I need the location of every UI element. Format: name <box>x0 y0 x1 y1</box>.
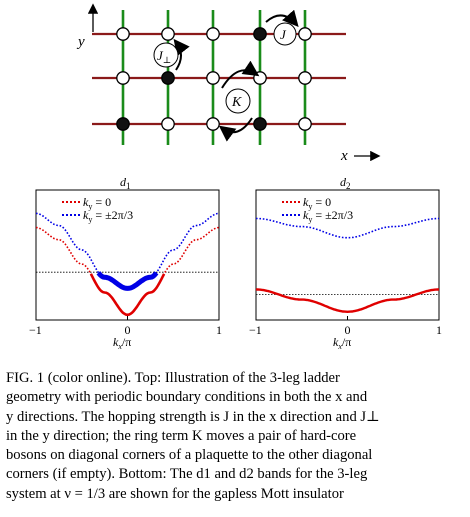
Jperp-label: J⊥ <box>157 48 171 65</box>
legend-d1-ky2pi3-label: ky = ±2π/3 <box>83 208 133 224</box>
Jperp-label-circle <box>153 42 179 68</box>
series-occupied <box>89 273 166 317</box>
J-hop-arrow <box>265 9 299 28</box>
series-line <box>35 226 220 316</box>
caption-line: system at ν = 1/3 are shown for the gapl… <box>6 485 344 502</box>
legend-d1-ky0-label: ky = 0 <box>83 195 111 211</box>
y-axis-label: y <box>76 34 85 50</box>
caption-line: FIG. 1 (color online). Top: Illustration… <box>6 370 340 386</box>
plot-d2-xlabel: kx/π <box>333 335 351 351</box>
plot-d1: d1 ky = 0 ky = ±2π/3 −1 0 1 kx/π <box>29 175 222 351</box>
plot-d2-title: d2 <box>340 175 351 191</box>
x-tick-label: 1 <box>216 323 222 337</box>
plot-d1-curves <box>35 212 220 317</box>
ladder-lattice: y x J J⊥ K <box>76 3 381 164</box>
series-line <box>255 288 440 314</box>
K-label: K <box>231 95 242 110</box>
occupied-sites <box>116 27 267 131</box>
K-ring-arrow-top <box>221 60 260 89</box>
series-occupied <box>96 271 159 291</box>
K-ring-arrow-bottom <box>218 117 253 142</box>
plot-d2-curves <box>255 217 440 314</box>
x-tick-label: −1 <box>249 323 262 337</box>
figure-caption: FIG. 1 (color online). Top: Illustration… <box>6 369 464 504</box>
legend-d2-ky0-label: ky = 0 <box>303 195 331 211</box>
caption-line: bosons on diagonal corners of a plaquett… <box>6 447 373 464</box>
J-label-circle <box>273 22 297 46</box>
caption-line: geometry with periodic boundary conditio… <box>6 389 368 406</box>
lattice-sites <box>116 27 312 131</box>
series-line <box>256 217 439 239</box>
legend-d2-ky2pi3-label: ky = ±2π/3 <box>303 208 353 224</box>
J-label: J <box>280 27 287 42</box>
x-tick-label: 0 <box>345 323 351 337</box>
series-line <box>35 212 220 290</box>
x-tick-label: 0 <box>125 323 131 337</box>
K-label-circle <box>225 88 251 114</box>
plot-d1-legend: ky = 0 ky = ±2π/3 <box>62 195 133 224</box>
caption-line: corners (if empty). Bottom: The d1 and d… <box>6 466 368 483</box>
plot-d1-xlabel: kx/π <box>113 335 131 351</box>
plot-d1-ticks: −1 0 1 <box>29 316 222 337</box>
figure-canvas: y x J J⊥ K d1 ky = 0 <box>29 3 442 351</box>
x-axis-label: x <box>340 148 348 164</box>
Jperp-hop-arrow <box>173 38 190 71</box>
plot-d2: d2 ky = 0 ky = ±2π/3 −1 0 1 kx/π <box>249 175 442 351</box>
plot-d2-legend: ky = 0 ky = ±2π/3 <box>282 195 353 224</box>
caption-line: y directions. The hopping strength is J … <box>6 408 380 425</box>
x-tick-label: −1 <box>29 323 42 337</box>
plot-d1-title: d1 <box>120 175 131 191</box>
x-tick-label: 1 <box>436 323 442 337</box>
caption-line: in the y direction; the ring term K move… <box>6 427 357 444</box>
plot-d2-ticks: −1 0 1 <box>249 316 442 337</box>
